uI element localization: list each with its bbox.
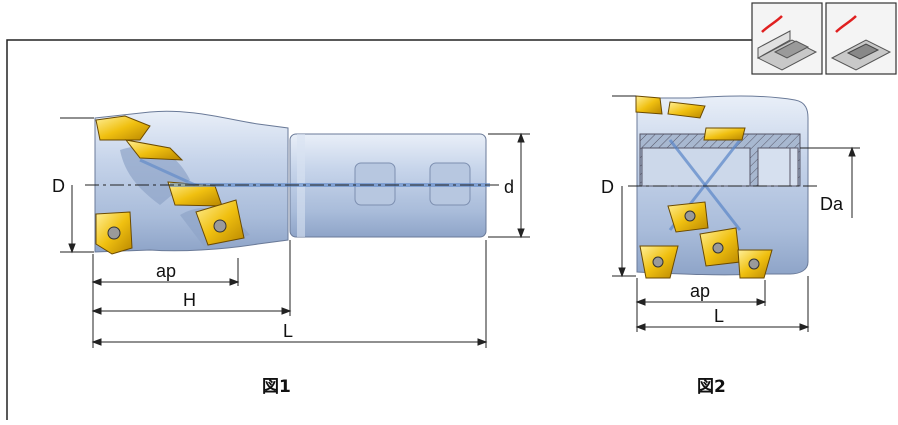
figure1-tool: [94, 110, 490, 255]
shoulder-milling-icon: [751, 2, 823, 75]
frame: [6, 39, 752, 420]
figure1-dim-H: H: [183, 290, 196, 310]
figure2-dim-Da: Da: [820, 194, 844, 214]
figure1-dim-D: D: [52, 176, 65, 196]
slot-milling-icon: [825, 2, 897, 75]
figure2-dim-L: L: [714, 306, 724, 326]
figure2-dimensions: [612, 95, 860, 332]
figure2-dim-ap: ap: [690, 281, 710, 301]
figure2-caption: 図2: [697, 377, 726, 397]
figure2-dim-D: D: [601, 177, 614, 197]
figure1-dimensions: [60, 117, 530, 348]
figure1-dim-L: L: [283, 321, 293, 341]
figure1-dim-d: d: [504, 177, 514, 197]
figure1-caption: 図1: [262, 377, 291, 397]
figure2-tool: [635, 95, 809, 279]
figure1-dim-ap: ap: [156, 261, 176, 281]
